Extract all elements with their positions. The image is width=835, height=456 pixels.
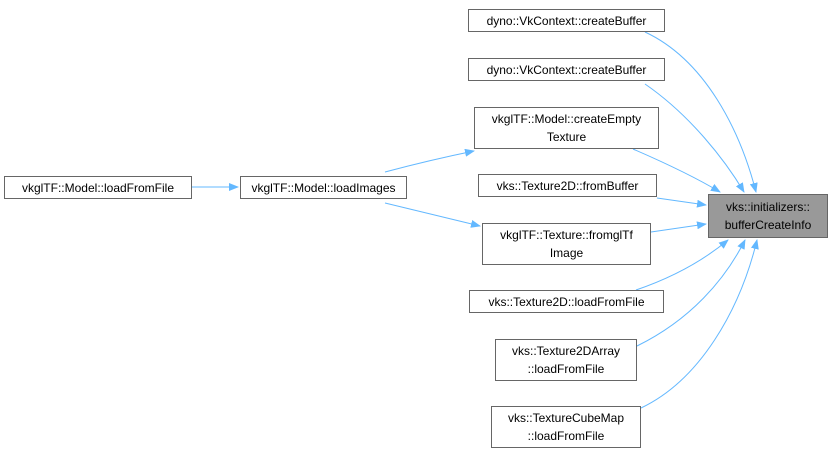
node-label-line-2: ::loadFromFile [527, 429, 605, 443]
node-texture2d-loadfromfile[interactable]: vks::Texture2D::loadFromFile [469, 290, 664, 313]
node-buffercreateinfo-focus: vks::initializers:: bufferCreateInfo [708, 194, 828, 238]
edge-createbuffer1-to-buffercreateinfo [644, 31, 758, 193]
node-label-line-2: Texture [546, 130, 587, 144]
edge-loadimages-to-createemptytexture [384, 148, 475, 173]
edge-frombuffer-to-buffercreateinfo [656, 197, 707, 208]
node-label: dyno::VkContext::createBuffer [486, 13, 647, 28]
edge-createbuffer2-to-buffercreateinfo [644, 83, 745, 193]
node-label-line-1: vkglTF::Texture::fromglTf [500, 228, 633, 242]
node-label-line-1: vks::initializers:: [725, 200, 811, 214]
node-label-line-2: Image [549, 246, 584, 260]
node-label-line-1: vks::TextureCubeMap [507, 411, 625, 425]
node-label-line-2: ::loadFromFile [527, 362, 605, 376]
node-texturecubemap-loadfromfile[interactable]: vks::TextureCubeMap ::loadFromFile [491, 406, 641, 448]
node-model-loadimages[interactable]: vkglTF::Model::loadImages [240, 176, 407, 199]
node-label-line-1: vkglTF::Model::createEmpty [491, 112, 642, 126]
node-label-line-1: vks::Texture2DArray [511, 344, 621, 358]
node-texture-fromgltfimage[interactable]: vkglTF::Texture::fromglTf Image [482, 223, 651, 265]
edge-texture2dload-to-buffercreateinfo [635, 239, 729, 291]
node-label: vks::Texture2D::loadFromFile [488, 294, 645, 309]
edge-createemptytexture-to-buffercreateinfo [632, 148, 721, 193]
node-createbuffer-1[interactable]: dyno::VkContext::createBuffer [468, 9, 665, 32]
node-createemptytexture[interactable]: vkglTF::Model::createEmpty Texture [474, 107, 659, 149]
node-texture2darray-loadfromfile[interactable]: vks::Texture2DArray ::loadFromFile [495, 339, 637, 381]
node-createbuffer-2[interactable]: dyno::VkContext::createBuffer [468, 58, 665, 81]
node-label: dyno::VkContext::createBuffer [486, 62, 647, 77]
node-label-line-2: bufferCreateInfo [724, 218, 812, 232]
edge-fromgltfimage-to-buffercreateinfo [650, 221, 707, 233]
edge-texturecubeload-to-buffercreateinfo [640, 239, 759, 409]
edge-texture2darrayload-to-buffercreateinfo [636, 239, 746, 347]
node-model-loadfromfile[interactable]: vkglTF::Model::loadFromFile [4, 176, 192, 199]
edge-loadimages-to-fromgltfimage [384, 202, 481, 228]
node-label: vks::Texture2D::fromBuffer [496, 178, 639, 193]
node-label: vkglTF::Model::loadImages [251, 180, 396, 195]
node-texture2d-frombuffer[interactable]: vks::Texture2D::fromBuffer [478, 174, 657, 197]
node-label: vkglTF::Model::loadFromFile [21, 180, 175, 195]
